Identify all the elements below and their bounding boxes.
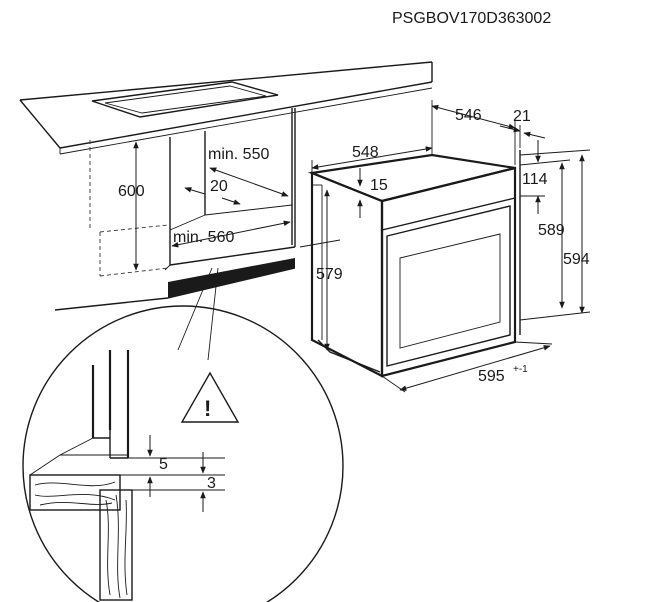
- dimension-546: 546: [431, 100, 516, 165]
- label-20: 20: [210, 178, 228, 195]
- label-595: 595: [478, 368, 505, 385]
- label-min-550: min. 550: [208, 146, 269, 163]
- dimension-589: 589: [519, 159, 571, 309]
- dimension-15: 15: [357, 168, 388, 218]
- label-15: 15: [370, 177, 388, 194]
- dimension-20: 20: [184, 178, 241, 205]
- cabinet-niche: [54, 108, 341, 311]
- label-589: 589: [538, 222, 565, 239]
- warning-icon: !: [180, 371, 240, 423]
- model-code: PSGBOV170D363002: [392, 10, 551, 27]
- dimension-3: 3: [200, 452, 216, 512]
- label-548: 548: [352, 144, 379, 161]
- countertop: [19, 61, 433, 155]
- dimension-594: 594: [519, 149, 591, 321]
- dimension-min-560: min. 560: [171, 220, 291, 248]
- label-600: 600: [118, 183, 145, 200]
- warning-symbol: !: [204, 396, 211, 421]
- hob: [91, 81, 279, 118]
- dimension-5: 5: [147, 435, 168, 497]
- label-579: 579: [316, 266, 343, 283]
- dimension-min-550: min. 550: [208, 146, 289, 197]
- label-min-560: min. 560: [173, 229, 234, 246]
- plinth: [168, 258, 295, 298]
- dimension-548: 548: [311, 140, 433, 172]
- oven: [307, 150, 521, 378]
- label-594: 594: [563, 251, 590, 268]
- label-114: 114: [522, 171, 548, 188]
- label-21: 21: [513, 108, 531, 125]
- dimension-21: 21: [499, 108, 546, 148]
- label-3: 3: [207, 475, 216, 492]
- label-5: 5: [159, 456, 168, 473]
- label-546: 546: [455, 107, 482, 124]
- dimension-114: 114: [520, 140, 548, 214]
- label-595-tolerance: +-1: [513, 364, 528, 375]
- detail-leader: [177, 267, 219, 361]
- detail-circle: [22, 305, 344, 602]
- dimension-595: 595 +-1: [381, 341, 553, 393]
- dimension-600: 600: [118, 141, 145, 271]
- dimension-579: 579: [312, 184, 343, 351]
